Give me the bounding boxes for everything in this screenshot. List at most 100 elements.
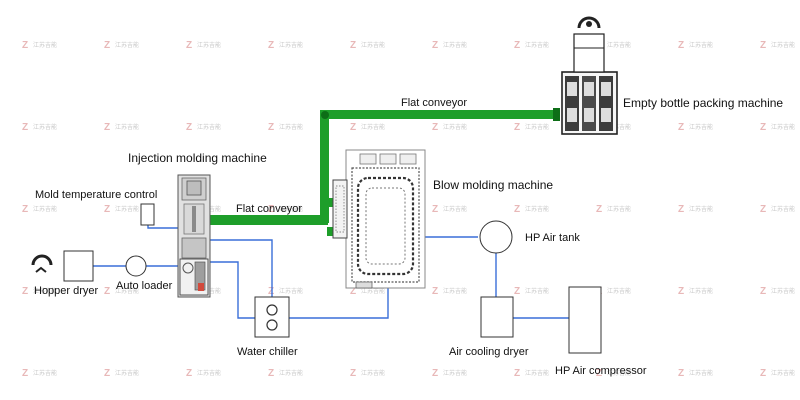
watermark-logo: Z	[22, 368, 28, 379]
watermark-logo: Z	[514, 204, 520, 215]
watermark-logo: Z	[268, 286, 274, 297]
watermark-text: 江苏吉能	[443, 41, 467, 49]
label-injection-molding: Injection molding machine	[128, 151, 267, 165]
injection-mold-circle	[182, 262, 194, 274]
watermark-text: 江苏吉能	[279, 205, 303, 213]
watermark-text: 江苏吉能	[279, 287, 303, 295]
blow-inner-frame	[351, 167, 420, 283]
watermark-logo: Z	[760, 286, 766, 297]
watermark-logo: Z	[514, 40, 520, 51]
watermark-text: 江苏吉能	[197, 369, 221, 377]
blow-infeed-unit	[332, 179, 348, 239]
watermark-text: 江苏吉能	[607, 123, 631, 131]
watermark-logo: Z	[22, 204, 28, 215]
water-chiller	[254, 296, 290, 338]
watermark-text: 江苏吉能	[607, 41, 631, 49]
watermark-logo: Z	[104, 40, 110, 51]
label-hopper-dryer: Hopper dryer	[34, 285, 99, 297]
watermark-text: 江苏吉能	[771, 41, 795, 49]
packing-window-2	[584, 82, 594, 96]
watermark-logo: Z	[186, 368, 192, 379]
blow-oven	[365, 187, 406, 265]
watermark-logo: Z	[268, 204, 274, 215]
conveyor-end-cap	[553, 108, 560, 121]
watermark-text: 江苏吉能	[33, 41, 57, 49]
watermark-text: 江苏吉能	[443, 369, 467, 377]
watermark-text: 江苏吉能	[279, 41, 303, 49]
conveyor-corner-dot	[321, 111, 329, 119]
injection-base-mark	[198, 283, 204, 291]
blow-panel-a	[359, 153, 377, 165]
blow-panel-c	[399, 153, 417, 165]
watermark-text: 江苏吉能	[525, 123, 549, 131]
watermark-logo: Z	[186, 40, 192, 51]
injection-screw	[192, 206, 196, 232]
watermark-logo: Z	[514, 122, 520, 133]
label-auto-loader: Auto loader	[116, 280, 173, 292]
watermark-text: 江苏吉能	[115, 369, 139, 377]
watermark-text: 江苏吉能	[115, 287, 139, 295]
water-chiller-fan-bottom	[266, 319, 278, 331]
watermark-logo: Z	[350, 40, 356, 51]
watermark-stamp: Z 江苏吉能	[268, 286, 303, 297]
watermark-stamp: Z 江苏吉能	[432, 40, 467, 51]
watermark-logo: Z	[104, 122, 110, 133]
label-hp-air-compressor: HP Air compressor	[555, 365, 647, 377]
watermark-logo: Z	[678, 286, 684, 297]
watermark-logo: Z	[678, 40, 684, 51]
watermark-logo: Z	[678, 204, 684, 215]
watermark-text: 江苏吉能	[607, 205, 631, 213]
packing-window-1	[567, 82, 577, 96]
hp-air-tank-circle	[479, 220, 513, 254]
watermark-logo: Z	[432, 40, 438, 51]
watermark-text: 江苏吉能	[443, 205, 467, 213]
pipes	[93, 224, 569, 319]
watermark-logo: Z	[104, 286, 110, 297]
label-mold-temperature-control: Mold temperature control	[35, 189, 157, 201]
watermark-text: 江苏吉能	[525, 369, 549, 377]
label-hp-air-tank: HP Air tank	[525, 232, 580, 244]
watermark-text: 江苏吉能	[279, 123, 303, 131]
watermark-text: 江苏吉能	[361, 41, 385, 49]
packing-window-3	[601, 82, 611, 96]
watermark-stamp: Z 江苏吉能	[678, 286, 713, 297]
watermark-text: 江苏吉能	[361, 369, 385, 377]
watermark-logo: Z	[268, 368, 274, 379]
packing-window-6	[601, 108, 611, 122]
watermark-text: 江苏吉能	[689, 123, 713, 131]
packing-gripper-hub	[586, 21, 592, 27]
blow-panel-b	[379, 153, 397, 165]
watermark-logo: Z	[268, 122, 274, 133]
injection-molding-machine	[177, 174, 211, 298]
pipe-injection-chiller-2	[210, 261, 255, 319]
flat-conveyor-upper-horizontal	[320, 110, 560, 119]
watermark-stamp: Z 江苏吉能	[186, 368, 221, 379]
watermark-logo: Z	[514, 286, 520, 297]
flat-conveyor-lower	[210, 215, 328, 225]
blow-outlet	[355, 281, 373, 289]
watermark-text: 江苏吉能	[115, 41, 139, 49]
packing-window-5	[584, 108, 594, 122]
watermark-text: 江苏吉能	[689, 287, 713, 295]
blow-frame	[345, 149, 426, 289]
watermark-text: 江苏吉能	[115, 123, 139, 131]
water-chiller-fan-top	[266, 304, 278, 316]
